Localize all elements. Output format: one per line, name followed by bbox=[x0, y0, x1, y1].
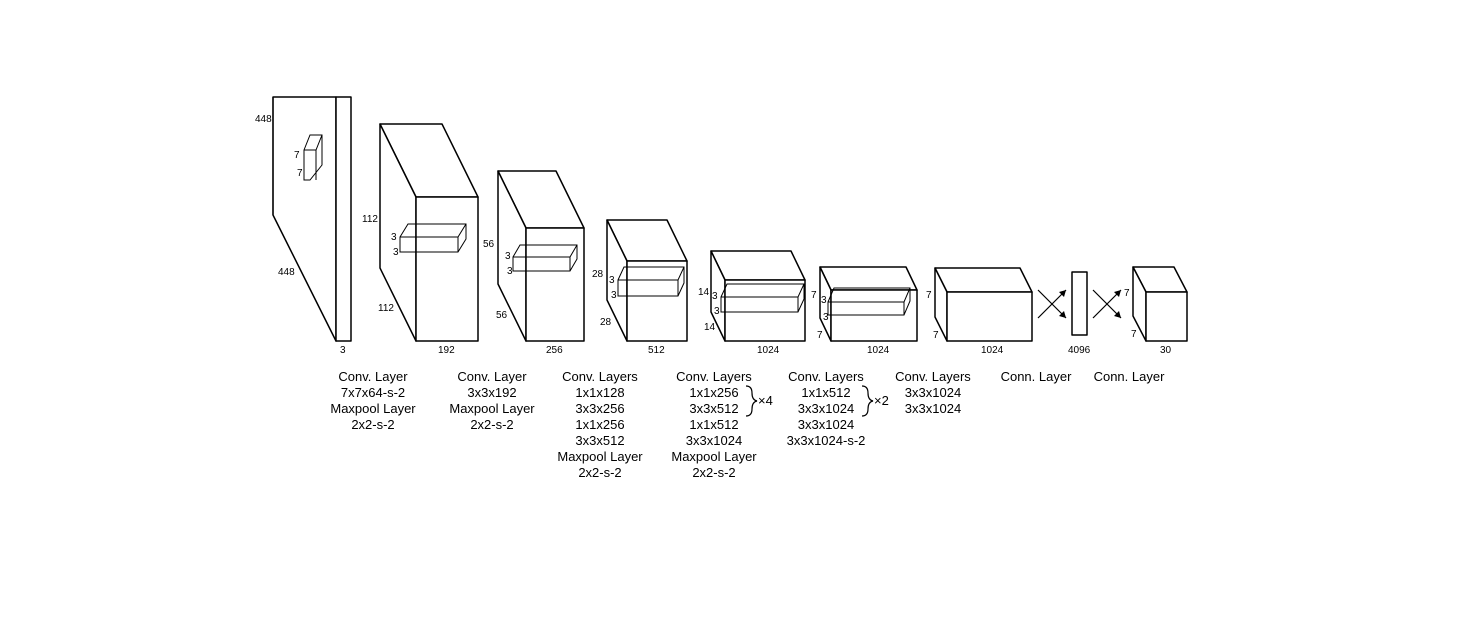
block6-kernel-h-label: 3 bbox=[821, 295, 827, 306]
block3-kernel-w-label: 3 bbox=[507, 266, 513, 277]
caption-line: Conn. Layer bbox=[1094, 369, 1165, 384]
block5-depth-label: 1024 bbox=[757, 345, 780, 356]
block2-depth-label: 192 bbox=[438, 345, 455, 356]
input-volume-edge bbox=[335, 96, 352, 342]
output-width-label: 7 bbox=[1131, 329, 1137, 340]
block5-kernel-w-label: 3 bbox=[714, 306, 720, 317]
output-height-label: 7 bbox=[1124, 288, 1130, 299]
caption-line: 1x1x256 bbox=[689, 385, 738, 400]
caption-line: 3x3x512 bbox=[575, 433, 624, 448]
block3-height-label: 56 bbox=[483, 239, 495, 250]
block7-volume: 7 7 1024 bbox=[926, 267, 1033, 356]
input-volume-face bbox=[272, 96, 337, 342]
block2-height-label: 112 bbox=[362, 214, 378, 225]
repeat-count-label: ×4 bbox=[758, 393, 773, 408]
block4-volume: 28 28 512 3 3 bbox=[592, 219, 688, 356]
caption-line: Conv. Layers bbox=[676, 369, 752, 384]
caption-line: Maxpool Layer bbox=[449, 401, 535, 416]
caption-line: 3x3x256 bbox=[575, 401, 624, 416]
input-volume: 448 448 3 7 7 bbox=[255, 96, 352, 356]
caption-line: 3x3x1024 bbox=[905, 401, 961, 416]
caption-line: 2x2-s-2 bbox=[692, 465, 735, 480]
block4-kernel-h-label: 3 bbox=[609, 275, 615, 286]
block6-width-label: 7 bbox=[817, 330, 823, 341]
block5-volume: 14 14 1024 3 3 bbox=[698, 250, 806, 356]
input-width-label: 448 bbox=[278, 267, 295, 278]
caption-line: 1x1x512 bbox=[689, 417, 738, 432]
caption-block3: Conv. Layers 1x1x128 3x3x256 1x1x256 3x3… bbox=[557, 369, 643, 480]
input-kernel-w-label: 7 bbox=[297, 168, 303, 179]
caption-line: 3x3x1024 bbox=[798, 417, 854, 432]
caption-block7: Conn. Layer bbox=[1001, 369, 1072, 384]
block6-volume: 7 7 1024 3 3 bbox=[811, 266, 918, 356]
block6-depth-label: 1024 bbox=[867, 345, 890, 356]
block7-width-label: 7 bbox=[933, 330, 939, 341]
caption-line: 2x2-s-2 bbox=[351, 417, 394, 432]
input-kernel-h-label: 7 bbox=[294, 150, 300, 161]
block3-volume: 56 56 256 3 3 bbox=[483, 170, 585, 356]
block3-kernel-h-label: 3 bbox=[505, 251, 511, 262]
caption-line: 3x3x1024 bbox=[686, 433, 742, 448]
fc1-vector: 4096 bbox=[1068, 271, 1091, 356]
repeat-brace bbox=[745, 385, 758, 417]
block2-width-label: 112 bbox=[378, 303, 394, 314]
caption-block2: Conv. Layer 3x3x192 Maxpool Layer 2x2-s-… bbox=[449, 369, 535, 432]
output-depth-label: 30 bbox=[1160, 345, 1172, 356]
block2-kernel-w-label: 3 bbox=[393, 247, 399, 258]
caption-line: Maxpool Layer bbox=[671, 449, 757, 464]
caption-line: Conv. Layers bbox=[788, 369, 864, 384]
caption-block1: Conv. Layer 7x7x64-s-2 Maxpool Layer 2x2… bbox=[330, 369, 416, 432]
caption-line: Maxpool Layer bbox=[330, 401, 416, 416]
caption-line: 3x3x1024 bbox=[798, 401, 854, 416]
input-height-label: 448 bbox=[255, 114, 272, 125]
block7-height-label: 7 bbox=[926, 290, 932, 301]
caption-line: 1x1x512 bbox=[801, 385, 850, 400]
caption-line: 3x3x192 bbox=[467, 385, 516, 400]
caption-line: Conn. Layer bbox=[1001, 369, 1072, 384]
block5-height-label: 14 bbox=[698, 287, 710, 298]
input-depth-label: 3 bbox=[340, 345, 346, 356]
block3-width-label: 56 bbox=[496, 310, 508, 321]
caption-line: Conv. Layer bbox=[338, 369, 408, 384]
block2-volume: 112 112 192 3 3 bbox=[362, 123, 479, 356]
block3-depth-label: 256 bbox=[546, 345, 563, 356]
caption-line: 7x7x64-s-2 bbox=[341, 385, 405, 400]
block4-height-label: 28 bbox=[592, 269, 604, 280]
block2-kernel-h-label: 3 bbox=[391, 232, 397, 243]
caption-line: 1x1x128 bbox=[575, 385, 624, 400]
block4-width-label: 28 bbox=[600, 317, 612, 328]
block6-kernel-w-label: 3 bbox=[823, 312, 829, 323]
repeat-brace bbox=[861, 385, 874, 417]
repeat-count-label: ×2 bbox=[874, 393, 889, 408]
caption-line: 3x3x1024 bbox=[905, 385, 961, 400]
caption-line: 2x2-s-2 bbox=[470, 417, 513, 432]
caption-block8: Conn. Layer bbox=[1094, 369, 1165, 384]
block4-depth-label: 512 bbox=[648, 345, 665, 356]
caption-line: Conv. Layers bbox=[562, 369, 638, 384]
output-volume: 7 7 30 bbox=[1124, 266, 1188, 356]
fc-connection-2 bbox=[1092, 289, 1122, 319]
caption-line: Maxpool Layer bbox=[557, 449, 643, 464]
block7-depth-label: 1024 bbox=[981, 345, 1004, 356]
caption-line: 3x3x1024-s-2 bbox=[787, 433, 866, 448]
caption-block5: Conv. Layers 1x1x512 3x3x1024 3x3x1024 3… bbox=[787, 369, 889, 448]
caption-line: 2x2-s-2 bbox=[578, 465, 621, 480]
block4-kernel-w-label: 3 bbox=[611, 290, 617, 301]
caption-line: 1x1x256 bbox=[575, 417, 624, 432]
caption-line: 3x3x512 bbox=[689, 401, 738, 416]
caption-line: Conv. Layer bbox=[457, 369, 527, 384]
caption-line: Conv. Layers bbox=[895, 369, 971, 384]
fc-connection-1 bbox=[1037, 289, 1067, 319]
block5-width-label: 14 bbox=[704, 322, 716, 333]
block6-height-label: 7 bbox=[811, 290, 817, 301]
block5-kernel-h-label: 3 bbox=[712, 291, 718, 302]
caption-block4: Conv. Layers 1x1x256 3x3x512 1x1x512 3x3… bbox=[671, 369, 772, 480]
caption-block6: Conv. Layers 3x3x1024 3x3x1024 bbox=[895, 369, 971, 416]
fc1-size-label: 4096 bbox=[1068, 345, 1091, 356]
